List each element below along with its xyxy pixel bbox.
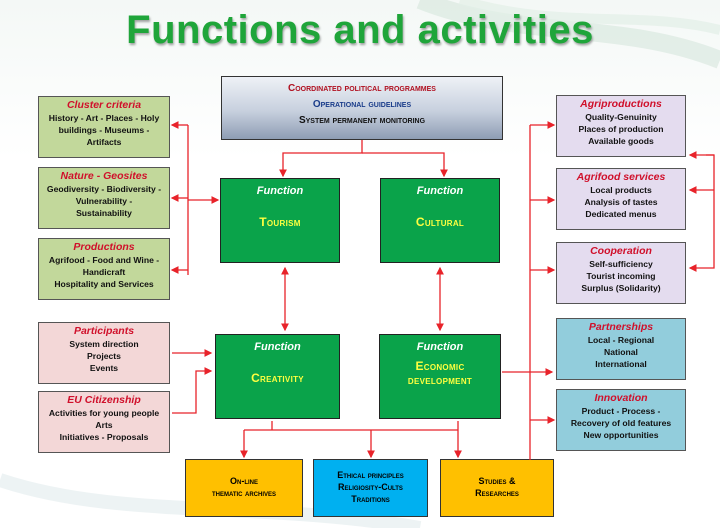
function-name: development [407,373,473,387]
function-label: Function [416,341,464,353]
box-heading: Agrifood services [576,171,666,183]
function-name: Tourism [259,215,301,229]
box-line: Analysis of tastes [584,197,658,207]
studies-researches-box: Studies & Researches [440,459,554,517]
box-line: Agrifood - Food and Wine - [48,255,160,265]
function-cultural-box: Function Cultural [380,178,500,263]
eu-citizenship-box: EU Citizenship Activities for young peop… [38,391,170,453]
box-line: Sustainability [76,208,132,218]
box-line: Product - Process - [581,406,661,416]
box-line: On-line [230,476,258,486]
box-line: Dedicated menus [585,209,657,219]
innovation-box: Innovation Product - Process - Recovery … [556,389,686,451]
box-line: Surplus (Solidarity) [581,283,661,293]
box-line: Researches [475,488,519,498]
slide-title: Functions and activities [126,8,594,52]
function-tourism-box: Function Tourism [220,178,340,263]
box-line: Arts [95,420,113,430]
box-heading: Cluster criteria [66,99,142,111]
function-label: Function [254,341,301,353]
box-line: Vulnerability - [75,196,133,206]
box-line: History - Art - Places - Holy [48,113,160,123]
participants-box: Participants System direction Projects E… [38,322,170,384]
box-line: Recovery of old features [570,418,672,428]
box-line: Available goods [588,136,654,146]
box-line: Artifacts [86,137,122,147]
box-line: Studies & [478,476,516,486]
agriproductions-box: Agriproductions Quality-Genuinity Places… [556,95,686,157]
box-line: Projects [87,351,121,361]
box-line: Tourist incoming [586,271,656,281]
agrifood-services-box: Agrifood services Local products Analysi… [556,168,686,230]
nature-geosites-box: Nature - Geosites Geodiversity - Biodive… [38,167,170,229]
box-heading: Participants [73,325,135,337]
productions-box: Productions Agrifood - Food and Wine - H… [38,238,170,300]
online-archives-box: On-line thematic archives [185,459,303,517]
ethical-principles-box: Ethical principles Religiosity-Cults Tra… [313,459,428,517]
function-name: Economic [415,359,465,373]
box-line: Self-sufficiency [589,259,653,269]
function-creativity-box: Function Creativity [215,334,340,419]
function-label: Function [416,185,464,197]
box-heading: Cooperation [590,245,652,257]
box-heading: Innovation [594,392,648,404]
function-economic-box: Function Economic development [379,334,501,419]
box-heading: EU Citizenship [67,394,141,406]
box-line: Events [89,363,119,373]
cooperation-box: Cooperation Self-sufficiency Tourist inc… [556,242,686,304]
box-line: Activities for young people [48,408,160,418]
box-line: buildings - Museums - [58,125,150,135]
box-line: National [604,347,638,357]
box-line: International [595,359,647,369]
top-box-line: Operational guidelines [312,99,412,110]
box-heading: Partnerships [588,321,654,333]
political-programmes-box: Coordinated political programmes Operati… [221,76,503,140]
box-line: Geodiversity - Biodiversity - [46,184,162,194]
box-heading: Agriproductions [580,98,662,110]
box-line: Initiatives - Proposals [59,432,149,442]
box-line: Places of production [578,124,664,134]
function-label: Function [256,185,304,197]
box-heading: Nature - Geosites [60,170,148,182]
top-box-line: System permanent monitoring [298,115,426,126]
box-line: Ethical principles [337,470,404,480]
box-line: thematic archives [211,488,277,498]
top-box-line: Coordinated political programmes [288,83,436,94]
partnerships-box: Partnerships Local - Regional National I… [556,318,686,380]
box-line: Handicraft [82,267,126,277]
box-line: New opportunities [583,430,659,440]
function-name: Creativity [251,371,304,385]
box-line: Traditions [351,494,390,504]
function-name: Cultural [415,215,465,229]
box-heading: Productions [73,241,135,253]
box-line: Quality-Genuinity [585,112,657,122]
box-line: Local products [590,185,652,195]
box-line: Local - Regional [587,335,655,345]
box-line: Religiosity-Cults [338,482,403,492]
cluster-criteria-box: Cluster criteria History - Art - Places … [38,96,170,158]
box-line: System direction [69,339,139,349]
box-line: Hospitality and Services [54,279,154,289]
